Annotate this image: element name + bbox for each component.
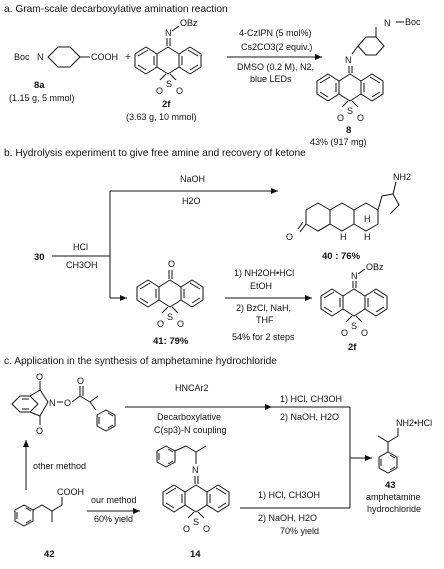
bottom-hydrolysis-step2: 2) NaOH, H2O: [258, 513, 317, 523]
product-name-line1: amphetamine: [366, 492, 421, 502]
compound-id-30: 30: [34, 252, 45, 263]
imide-n-label: N: [49, 398, 56, 408]
step1-solvent: EtOH: [250, 281, 272, 291]
obz-label: OBz: [180, 18, 198, 28]
compound-id-8a: 8a: [34, 80, 45, 91]
compound-id-2f-b: 2f: [348, 342, 357, 353]
cooh-label: COOH: [91, 52, 118, 62]
imide-o-bottom: O: [36, 426, 43, 436]
top-hydrolysis-step1: 1) HCl, CH3OH: [280, 394, 342, 404]
oxygen-label-41b: O: [177, 319, 184, 329]
oxime-n-label: N: [165, 28, 172, 38]
boc-label-product: Boc: [405, 17, 421, 27]
product-name-line2: hydrochloride: [367, 504, 421, 514]
sulfur-label-41: S: [167, 312, 173, 322]
nh2-label: NH2: [393, 172, 411, 182]
compound-14-structure: N S O O: [156, 445, 230, 534]
oxygen-label-8a: O: [337, 113, 344, 123]
ketone-o-label: O: [286, 232, 293, 242]
compound-2f-structure: N OBz S O O: [134, 18, 202, 96]
oxygen-label-2f-ba: O: [341, 328, 348, 338]
reagent-water: H2O: [182, 196, 201, 206]
condition-light: blue LEDs: [250, 74, 292, 84]
sulfur-label-2f-b: S: [351, 321, 357, 331]
oxygen-label-41a: O: [157, 319, 164, 329]
compound-id-43: 43: [385, 480, 396, 491]
compound-8-structure: N Boc N S O O: [316, 17, 421, 123]
imine-n-label-14: N: [192, 465, 199, 475]
compound-40-yield: 40 : 76%: [322, 251, 361, 262]
sulfur-label-14: S: [193, 517, 199, 527]
amine-salt-label: NH2•HCl: [396, 418, 432, 428]
n-atom-label: N: [37, 52, 44, 62]
compound-id-8: 8: [346, 125, 351, 136]
two-step-yield: 54% for 2 steps: [232, 332, 295, 342]
oxygen-label-14b: O: [203, 524, 210, 534]
compound-id-2f: 2f: [162, 99, 171, 110]
compound-2f-regenerated-structure: N OBz S O O: [320, 262, 388, 338]
compound-42-structure: COOH: [14, 487, 84, 527]
cooh-label-42: COOH: [57, 487, 84, 497]
oxygen-label-left: O: [156, 86, 163, 96]
condition-catalyst: 4-CzIPN (5 mol%): [239, 28, 312, 38]
compound-id-42: 42: [44, 549, 55, 560]
step2-solvent: THF: [256, 315, 274, 325]
compound-41-yield: 41: 79%: [153, 336, 189, 347]
imine-n-label: N: [345, 55, 352, 65]
step2-reagent: 2) BzCl, NaH,: [236, 303, 291, 313]
compound-41-structure: O S O O: [136, 259, 204, 329]
label-our-method: our method: [91, 495, 137, 505]
sulfur-label: S: [166, 79, 172, 89]
amount-8a: (1.15 g, 5 mmol): [9, 93, 75, 103]
ester-o-label: O: [64, 398, 71, 408]
reagent-hcl: HCl: [73, 242, 88, 252]
ester-carbonyl-o: O: [77, 376, 84, 386]
step1-reagent: 1) NH2OH•HCl: [234, 268, 294, 278]
section-c-heading: c. Application in the synthesis of amphe…: [4, 356, 277, 367]
oxygen-label-2f-bb: O: [361, 328, 368, 338]
label-our-yield: 60% yield: [94, 514, 133, 524]
h-label-2: H: [340, 232, 347, 242]
reagent-hncar2: HNCAr2: [175, 383, 209, 393]
compound-43-structure: NH2•HCl: [377, 418, 432, 474]
oxygen-label-right: O: [176, 86, 183, 96]
label-decarboxylative: Decarboxylative: [157, 412, 221, 422]
imide-o-top: O: [36, 372, 43, 382]
section-b-heading: b. Hydrolysis experiment to give free am…: [4, 148, 306, 159]
piperidine-n-label: N: [384, 18, 391, 28]
oxygen-label-14a: O: [183, 524, 190, 534]
nhpi-ester-structure: O O N O O: [11, 372, 116, 436]
h-label-3: H: [364, 232, 371, 242]
oxygen-label-8b: O: [357, 113, 364, 123]
condition-base: Cs2CO3(2 equiv.): [241, 42, 312, 52]
plus-sign: +: [125, 52, 131, 63]
compound-id-14: 14: [190, 549, 201, 560]
reagent-naoh: NaOH: [180, 174, 205, 184]
sulfur-label-8: S: [347, 106, 353, 116]
label-other-method: other method: [33, 461, 86, 471]
reagent-methanol: CH3OH: [66, 260, 98, 270]
boc-label: Boc: [14, 52, 30, 62]
compound-8a-structure: Boc N COOH: [14, 46, 118, 68]
amount-2f: (3.63 g, 10 mmol): [126, 112, 197, 122]
bottom-hydrolysis-yield: 70% yield: [280, 526, 319, 536]
compound-40-structure: NH2 O H H H: [286, 172, 411, 242]
ketone-o-41: O: [168, 259, 175, 269]
top-hydrolysis-step2: 2) NaOH, H2O: [280, 412, 339, 422]
section-a-heading: a. Gram-scale decarboxylative amination …: [4, 4, 228, 15]
bottom-hydrolysis-step1: 1) HCl, CH3OH: [258, 490, 320, 500]
yield-8: 43% (917 mg): [310, 137, 367, 147]
obz-label-b: OBz: [366, 262, 384, 272]
h-label-1: H: [364, 214, 371, 224]
label-coupling: C(sp3)-N coupling: [154, 425, 227, 435]
oxime-n-label-b: N: [351, 271, 358, 281]
condition-solvent: DMSO (0.2 M), N2,: [237, 62, 314, 72]
